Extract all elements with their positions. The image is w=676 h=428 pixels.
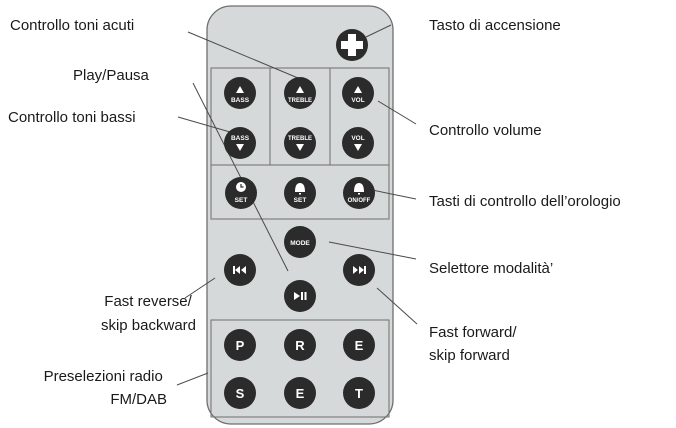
play-pause-button[interactable]: [284, 280, 316, 312]
volume-up-button[interactable]: VOL: [342, 77, 374, 109]
preset-label: E: [296, 386, 305, 401]
label-power-button: Tasto di accensione: [429, 17, 561, 34]
label-bass-control: Controllo toni bassi: [8, 109, 136, 126]
triangle-up-icon: [296, 86, 304, 93]
clock-set-button[interactable]: SET: [225, 177, 257, 209]
bass-up-button[interactable]: BASS: [224, 77, 256, 109]
bell-icon: [295, 183, 305, 195]
leader-line: [192, 82, 289, 272]
power-button[interactable]: [336, 29, 368, 61]
label-volume-control: Controllo volume: [429, 122, 542, 139]
leader-line: [177, 116, 231, 133]
clock-panel: [210, 164, 390, 220]
preset-label: S: [236, 386, 245, 401]
preset-button-t[interactable]: T: [343, 377, 375, 409]
leader-line: [365, 24, 392, 38]
volume-down-button[interactable]: VOL: [342, 127, 374, 159]
label-fast-forward-line1: Fast forward/: [429, 324, 517, 341]
triangle-down-icon: [296, 144, 304, 151]
treble-down-button[interactable]: TREBLE: [284, 127, 316, 159]
clock-set-label: SET: [235, 197, 248, 204]
triangle-down-icon: [236, 144, 244, 151]
label-radio-presets: Preselezioni radio FM/DAB: [44, 368, 167, 408]
bell-icon: [354, 183, 364, 195]
preset-label: E: [355, 338, 364, 353]
preset-button-e-2[interactable]: E: [284, 377, 316, 409]
clock-icon: [236, 182, 246, 192]
treble-down-label: TREBLE: [288, 136, 312, 142]
remote-body: [206, 5, 394, 425]
skip-forward-button[interactable]: [343, 254, 375, 286]
preset-button-e[interactable]: E: [343, 329, 375, 361]
leader-line: [184, 277, 216, 299]
label-treble-control: Controllo toni acuti: [10, 17, 134, 34]
label-fast-forward-line2: skip forward: [429, 347, 510, 364]
preset-label: T: [355, 386, 363, 401]
alarm-set-button[interactable]: SET: [284, 177, 316, 209]
leader-line: [376, 287, 418, 325]
leader-line: [187, 31, 299, 79]
triangle-up-icon: [236, 86, 244, 93]
skip-forward-icon: [353, 266, 366, 274]
volume-down-label: VOL: [351, 135, 364, 142]
label-fast-reverse: Fast reverse/ skip backward: [101, 293, 196, 334]
bass-down-label: BASS: [231, 135, 250, 142]
label-play-pause: Play/Pausa: [73, 67, 150, 84]
bass-up-label: BASS: [231, 97, 250, 104]
skip-backward-button[interactable]: [224, 254, 256, 286]
preset-button-s[interactable]: S: [224, 377, 256, 409]
leader-line: [328, 241, 417, 260]
preset-panel: [210, 319, 390, 418]
skip-backward-icon: [233, 266, 246, 274]
triangle-down-icon: [354, 144, 362, 151]
label-fast-reverse-line2: skip backward: [101, 317, 196, 334]
triangle-up-icon: [354, 86, 362, 93]
leader-line: [371, 189, 417, 200]
label-fast-reverse-line1: Fast reverse/: [104, 293, 192, 310]
alarm-set-label: SET: [294, 197, 307, 204]
mode-label: MODE: [290, 240, 310, 247]
label-mode-selector: Selettore modalità’: [429, 260, 553, 277]
preset-button-r[interactable]: R: [284, 329, 316, 361]
leader-line: [377, 100, 417, 125]
label-fast-forward: Fast forward/ skip forward: [429, 324, 521, 364]
bass-down-button[interactable]: BASS: [224, 127, 256, 159]
alarm-on-off-button[interactable]: ON/OFF: [343, 177, 375, 209]
alarm-on-off-label: ON/OFF: [348, 198, 371, 204]
treble-up-label: TREBLE: [288, 98, 312, 104]
label-radio-presets-line1: Preselezioni radio: [44, 368, 163, 385]
play-pause-icon: [294, 292, 307, 300]
label-clock-controls: Tasti di controllo dell’orologio: [429, 193, 621, 210]
label-radio-presets-line2: FM/DAB: [110, 391, 167, 408]
preset-label: P: [236, 338, 245, 353]
mode-button[interactable]: MODE: [284, 226, 316, 258]
preset-label: R: [295, 338, 305, 353]
preset-button-p[interactable]: P: [224, 329, 256, 361]
plus-icon: [341, 34, 363, 56]
volume-up-label: VOL: [351, 97, 364, 104]
treble-up-button[interactable]: TREBLE: [284, 77, 316, 109]
leader-line: [176, 372, 209, 386]
